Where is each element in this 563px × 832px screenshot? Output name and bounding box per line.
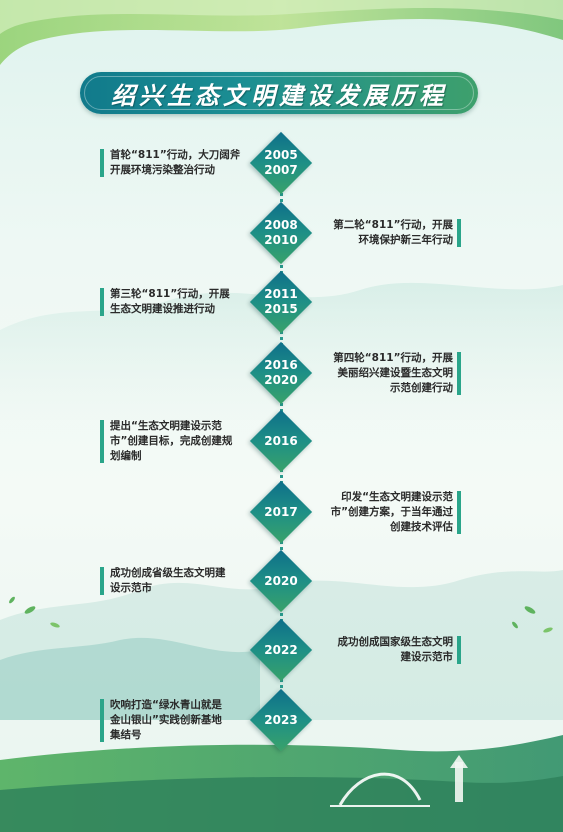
milestone-text-line: 提出“生态文明建设示范 xyxy=(110,419,222,432)
milestone-text-line: 开展环境污染整治行动 xyxy=(110,164,215,176)
milestone-accent-bar xyxy=(100,698,104,742)
milestone-text-line: 美丽绍兴建设暨生态文明 xyxy=(337,366,454,379)
milestone-text-line: 集结号 xyxy=(110,728,142,741)
title-banner: 绍兴生态文明建设发展历程 xyxy=(80,72,478,114)
milestone-text-line: 环境保护新三年行动 xyxy=(358,234,454,246)
milestone-text-line: 第四轮“811”行动，开展 xyxy=(333,351,453,364)
milestone-description: 提出“生态文明建设示范市”创建目标，完成创建规划编制 xyxy=(110,419,245,464)
milestone-year: 2020 xyxy=(264,573,298,588)
milestone-accent-bar xyxy=(100,567,104,595)
milestone-year: 2023 xyxy=(264,712,298,727)
milestone-text-line: 首轮“811”行动，大刀阔斧 xyxy=(110,149,241,161)
milestone-years: 2023 xyxy=(245,713,317,728)
milestone-years: 2016 xyxy=(245,434,317,449)
milestone-text-line: 金山银山”实践创新基地 xyxy=(110,713,222,726)
milestone-text-line: 吹响打造“绿水青山就是 xyxy=(110,698,222,711)
milestone-text-line: 第三轮“811”行动，开展 xyxy=(110,288,230,300)
milestone-accent-bar xyxy=(457,351,461,395)
milestone-text-line: 第二轮“811”行动，开展 xyxy=(333,219,453,231)
milestone-description: 成功创成国家级生态文明建设示范市 xyxy=(318,635,454,665)
milestone-description: 吹响打造“绿水青山就是金山银山”实践创新基地集结号 xyxy=(110,698,245,743)
milestone-text-line: 成功创成省级生态文明建 xyxy=(110,567,226,579)
milestone-year: 2015 xyxy=(264,302,298,316)
milestone-year: 2016 xyxy=(264,358,298,372)
milestone-text-line: 印发“生态文明建设示范 xyxy=(341,490,453,503)
milestone-accent-bar xyxy=(457,490,461,534)
milestone-text-line: 市”创建目标，完成创建规 xyxy=(110,434,233,447)
milestone-year: 2022 xyxy=(264,642,298,657)
milestone-accent-bar xyxy=(100,419,104,463)
milestone-text-line: 设示范市 xyxy=(110,582,152,594)
milestone-description: 印发“生态文明建设示范市”创建方案，于当年通过创建技术评估 xyxy=(318,490,453,535)
milestone-description: 首轮“811”行动，大刀阔斧开展环境污染整治行动 xyxy=(110,148,245,178)
milestone-accent-bar xyxy=(100,149,104,177)
milestone-text-line: 建设示范市 xyxy=(400,651,454,663)
milestone-description: 第四轮“811”行动，开展美丽绍兴建设暨生态文明示范创建行动 xyxy=(318,351,453,396)
milestone-years: 2017 xyxy=(245,505,317,520)
milestone-accent-bar xyxy=(457,636,461,664)
milestone-text-line: 划编制 xyxy=(110,449,142,462)
milestone-year: 2011 xyxy=(264,287,298,301)
milestone-year: 2005 xyxy=(264,148,298,162)
milestone-accent-bar xyxy=(100,288,104,316)
milestone-description: 成功创成省级生态文明建设示范市 xyxy=(110,566,245,596)
milestone-text-line: 示范创建行动 xyxy=(390,381,453,394)
page-title: 绍兴生态文明建设发展历程 xyxy=(111,80,447,110)
milestone-text-line: 成功创成国家级生态文明 xyxy=(337,636,454,648)
milestone-text-line: 创建技术评估 xyxy=(390,520,453,533)
milestone-description: 第二轮“811”行动，开展环境保护新三年行动 xyxy=(318,218,453,248)
milestone-year: 2016 xyxy=(264,433,298,448)
milestone-year: 2010 xyxy=(264,233,298,247)
milestone-description: 第三轮“811”行动，开展生态文明建设推进行动 xyxy=(110,287,245,317)
milestone-year: 2007 xyxy=(264,163,298,177)
milestone-accent-bar xyxy=(457,219,461,247)
milestone-text-line: 市”创建方案，于当年通过 xyxy=(330,505,453,518)
milestone-year: 2020 xyxy=(264,373,298,387)
milestone-years: 2022 xyxy=(245,643,317,658)
milestone-year: 2008 xyxy=(264,218,298,232)
milestone-year: 2017 xyxy=(264,504,298,519)
milestone-years: 2020 xyxy=(245,574,317,589)
milestone-text-line: 生态文明建设推进行动 xyxy=(110,303,215,315)
